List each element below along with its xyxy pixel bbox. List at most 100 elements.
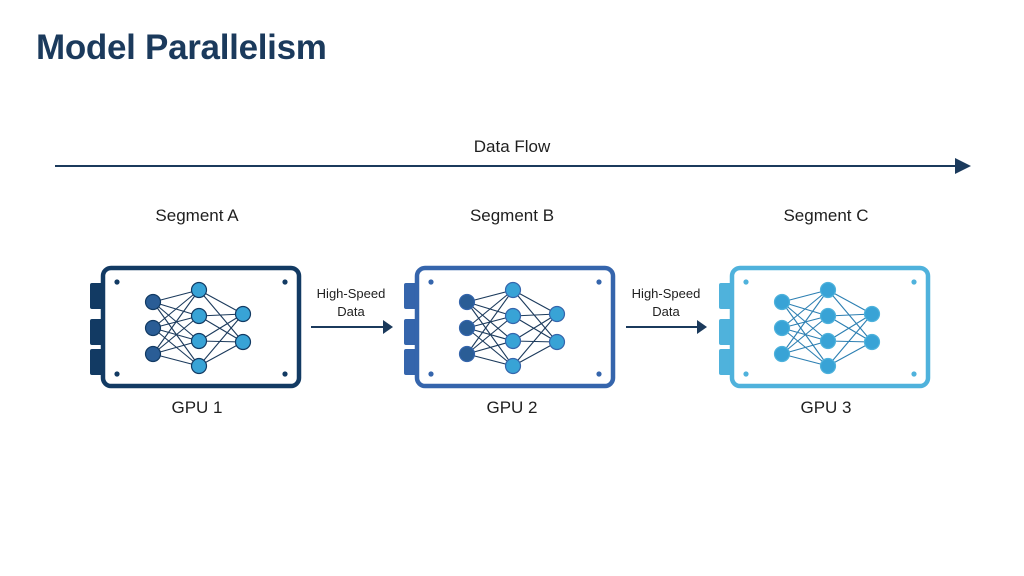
gpu-connector-tab <box>404 283 418 309</box>
gpu-connector-tab <box>719 283 733 309</box>
link-1-label: High-Speed Data <box>296 285 406 321</box>
gpu-screw <box>114 371 120 377</box>
segment-b-label: Segment B <box>469 206 555 225</box>
link-2-label: High-Speed Data <box>611 285 721 321</box>
gpu-screw <box>743 371 749 377</box>
gpu-connector-tab <box>90 283 104 309</box>
nn-node <box>458 293 476 311</box>
nn-edge <box>198 313 244 342</box>
nn-edge <box>827 315 873 343</box>
nn-edge <box>198 289 244 315</box>
gpu-screw <box>911 371 917 377</box>
nn-node <box>504 307 522 325</box>
gpu-screw <box>114 279 120 285</box>
nn-edge <box>466 289 514 355</box>
nn-node <box>819 281 837 299</box>
nn-node <box>234 305 252 323</box>
neural-network-icon <box>773 281 881 375</box>
nn-edge <box>198 289 244 343</box>
nn-edge <box>827 289 873 315</box>
link-arrowhead <box>697 320 707 334</box>
neural-network-icon <box>458 281 566 375</box>
gpu-connector-tab <box>90 319 104 345</box>
nn-node <box>504 332 522 350</box>
nn-edge <box>512 289 558 343</box>
nn-node <box>190 281 208 299</box>
page-title: Model Parallelism <box>36 28 327 67</box>
nn-edge <box>152 289 200 355</box>
nn-edge <box>198 341 244 367</box>
gpu-connector-tab <box>719 319 733 345</box>
data-flow-label: Data Flow <box>473 137 551 156</box>
nn-edge <box>198 313 244 367</box>
gpu-connector-tab <box>404 319 418 345</box>
nn-edge <box>827 289 873 343</box>
nn-edge <box>466 289 514 329</box>
gpu-screw <box>596 279 602 285</box>
gpu-screw <box>743 279 749 285</box>
nn-edge <box>152 289 200 329</box>
gpu-connector-tab <box>90 349 104 375</box>
nn-node <box>863 305 881 323</box>
nn-edge <box>152 315 200 355</box>
nn-edge <box>827 313 873 367</box>
nn-edge <box>466 315 514 355</box>
segment-a-label: Segment A <box>155 206 239 225</box>
nn-node <box>190 332 208 350</box>
gpu-1-label: GPU 1 <box>171 398 223 417</box>
nn-edge <box>512 289 558 315</box>
nn-edge <box>512 313 558 342</box>
nn-edge <box>512 341 558 367</box>
link-2-line1: High-Speed <box>631 286 701 301</box>
gpu-card-3 <box>719 265 931 389</box>
nn-edge <box>512 313 558 367</box>
gpu-card-2 <box>404 265 616 389</box>
nn-node <box>458 345 476 363</box>
nn-node <box>773 319 791 337</box>
gpu-connector-tab <box>404 349 418 375</box>
gpu-screw <box>428 279 434 285</box>
gpu-2-label: GPU 2 <box>486 398 538 417</box>
nn-edge <box>781 315 829 355</box>
nn-node <box>144 293 162 311</box>
nn-edge <box>512 315 558 343</box>
link-arrowhead <box>383 320 393 334</box>
nn-edge <box>827 313 873 342</box>
nn-node <box>190 357 208 375</box>
nn-node <box>144 319 162 337</box>
nn-node <box>548 305 566 323</box>
gpu-screw <box>596 371 602 377</box>
nn-node <box>190 307 208 325</box>
nn-node <box>548 333 566 351</box>
link-1-line2: Data <box>337 304 365 319</box>
neural-network-icon <box>144 281 252 375</box>
segment-c-label: Segment C <box>783 206 869 225</box>
nn-node <box>504 357 522 375</box>
nn-node <box>458 319 476 337</box>
nn-node <box>234 333 252 351</box>
nn-edge <box>827 341 873 367</box>
nn-edge <box>781 289 829 355</box>
link-1-line1: High-Speed <box>316 286 386 301</box>
gpu-screw <box>282 371 288 377</box>
nn-node <box>773 345 791 363</box>
nn-node <box>144 345 162 363</box>
gpu-screw <box>282 279 288 285</box>
data-flow-arrow <box>55 158 971 174</box>
nn-node <box>819 307 837 325</box>
nn-edge <box>198 315 244 343</box>
gpu-screw <box>911 279 917 285</box>
gpu-card-1 <box>90 265 302 389</box>
high-speed-link-arrow-2 <box>626 320 707 334</box>
gpu-connector-tab <box>719 349 733 375</box>
nn-node <box>863 333 881 351</box>
high-speed-link-arrow-1 <box>311 320 393 334</box>
gpu-3-label: GPU 3 <box>800 398 852 417</box>
link-2-line2: Data <box>652 304 680 319</box>
nn-edge <box>781 289 829 329</box>
nn-node <box>819 357 837 375</box>
nn-node <box>819 332 837 350</box>
gpu-screw <box>428 371 434 377</box>
nn-node <box>504 281 522 299</box>
